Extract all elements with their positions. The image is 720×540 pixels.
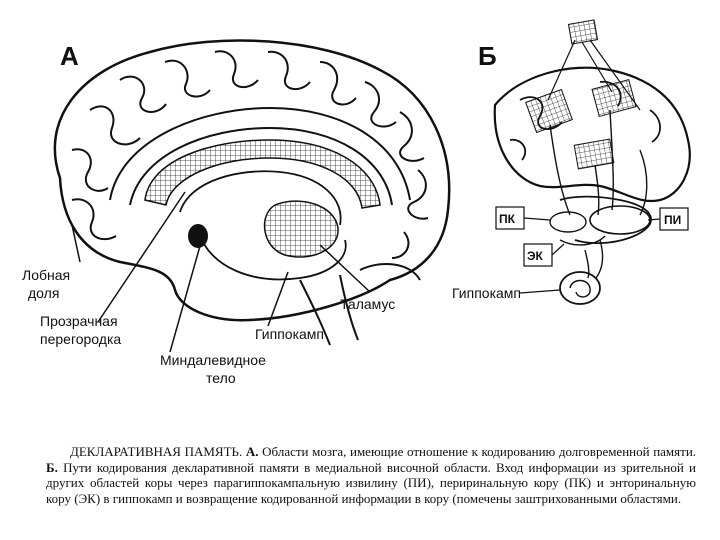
label-septum-line1: Прозрачная xyxy=(40,313,118,329)
label-hippocampus-b: Гиппокамп xyxy=(452,285,521,301)
label-thalamus: Таламус xyxy=(340,296,395,312)
label-pk: ПК xyxy=(499,212,516,226)
cortex-area-2 xyxy=(592,80,636,117)
panel-b-letter: Б xyxy=(478,41,497,71)
brain-outline xyxy=(55,40,449,320)
label-hippocampus-a: Гиппокамп xyxy=(255,326,324,342)
hippocampus-b-shape xyxy=(560,272,600,304)
brain-diagram: А Лобная доля Прозрачная перегородка Мин… xyxy=(0,0,720,430)
caption-marker-a: А. xyxy=(246,444,259,459)
panel-b-outline xyxy=(495,68,690,201)
label-frontal-lobe-line2: доля xyxy=(28,285,59,301)
caption-title: ДЕКЛАРАТИВНАЯ ПАМЯТЬ. xyxy=(70,444,242,459)
label-amygdala-line1: Миндалевидное xyxy=(160,352,266,368)
label-septum-line2: перегородка xyxy=(40,331,121,347)
pk-structure xyxy=(550,212,586,232)
panel-a-letter: А xyxy=(60,41,79,71)
caption-part-b: Пути кодирования декларативной памяти в … xyxy=(46,460,696,506)
caption-part-a: Области мозга, имеющие отношение к кодир… xyxy=(262,444,696,459)
thalamus-shape xyxy=(265,201,339,257)
cortex-area-3 xyxy=(574,139,614,169)
label-pi: ПИ xyxy=(664,213,681,227)
visual-input-grid xyxy=(568,20,597,44)
label-amygdala-line2: тело xyxy=(206,370,236,386)
caption-marker-b: Б. xyxy=(46,460,58,475)
cortex-area-1 xyxy=(526,89,573,132)
figure-caption: ДЕКЛАРАТИВНАЯ ПАМЯТЬ. А. Области мозга, … xyxy=(46,444,696,506)
label-frontal-lobe-line1: Лобная xyxy=(22,267,70,283)
amygdala-shape xyxy=(189,225,207,247)
label-ek: ЭК xyxy=(527,249,544,263)
pi-structure xyxy=(590,206,650,234)
